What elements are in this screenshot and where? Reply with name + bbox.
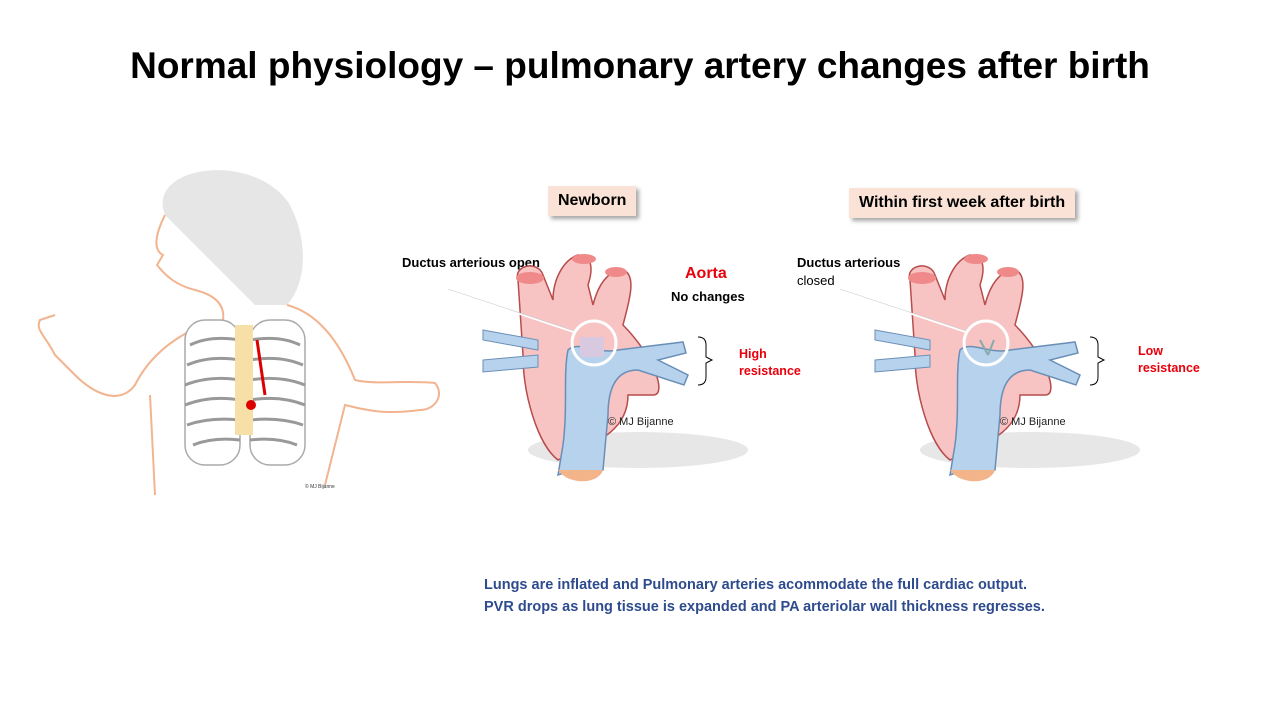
newborn-label: Newborn xyxy=(548,186,637,216)
high-resistance-label: High resistance xyxy=(739,346,801,380)
resistance-word: resistance xyxy=(1138,361,1200,375)
artist-signature: © MJ Bijanne xyxy=(1000,416,1066,428)
ductus-closed-label: Ductus arterious xyxy=(797,255,901,270)
ductus-state: closed xyxy=(797,273,835,288)
heart-diagram: © MJ Bijanne xyxy=(839,254,1140,482)
caption-line-2: PVR drops as lung tissue is expanded and… xyxy=(484,599,1045,615)
slide-title: Normal physiology – pulmonary artery cha… xyxy=(130,45,1150,86)
resistance-word: resistance xyxy=(739,364,801,378)
first-week-label: Within first week after birth xyxy=(849,188,1076,218)
resistance-word: High xyxy=(739,347,767,361)
infant-signature: © MJ Bijanne xyxy=(305,483,335,490)
artist-signature: © MJ Bijanne xyxy=(608,416,674,428)
aorta-note: No changes xyxy=(671,289,745,304)
infant-chest-illustration: © MJ Bijanne xyxy=(37,170,440,496)
low-resistance-label: Low resistance xyxy=(1138,343,1200,377)
heart-diagram: © MJ Bijanne xyxy=(447,254,748,482)
caption-line-1: Lungs are inflated and Pulmonary arterie… xyxy=(484,577,1028,593)
aorta-label: Aorta xyxy=(685,265,727,282)
ductus-open-label: Ductus arterious open xyxy=(402,255,540,270)
caption: Lungs are inflated and Pulmonary arterie… xyxy=(484,574,1045,618)
resistance-word: Low xyxy=(1138,344,1163,358)
